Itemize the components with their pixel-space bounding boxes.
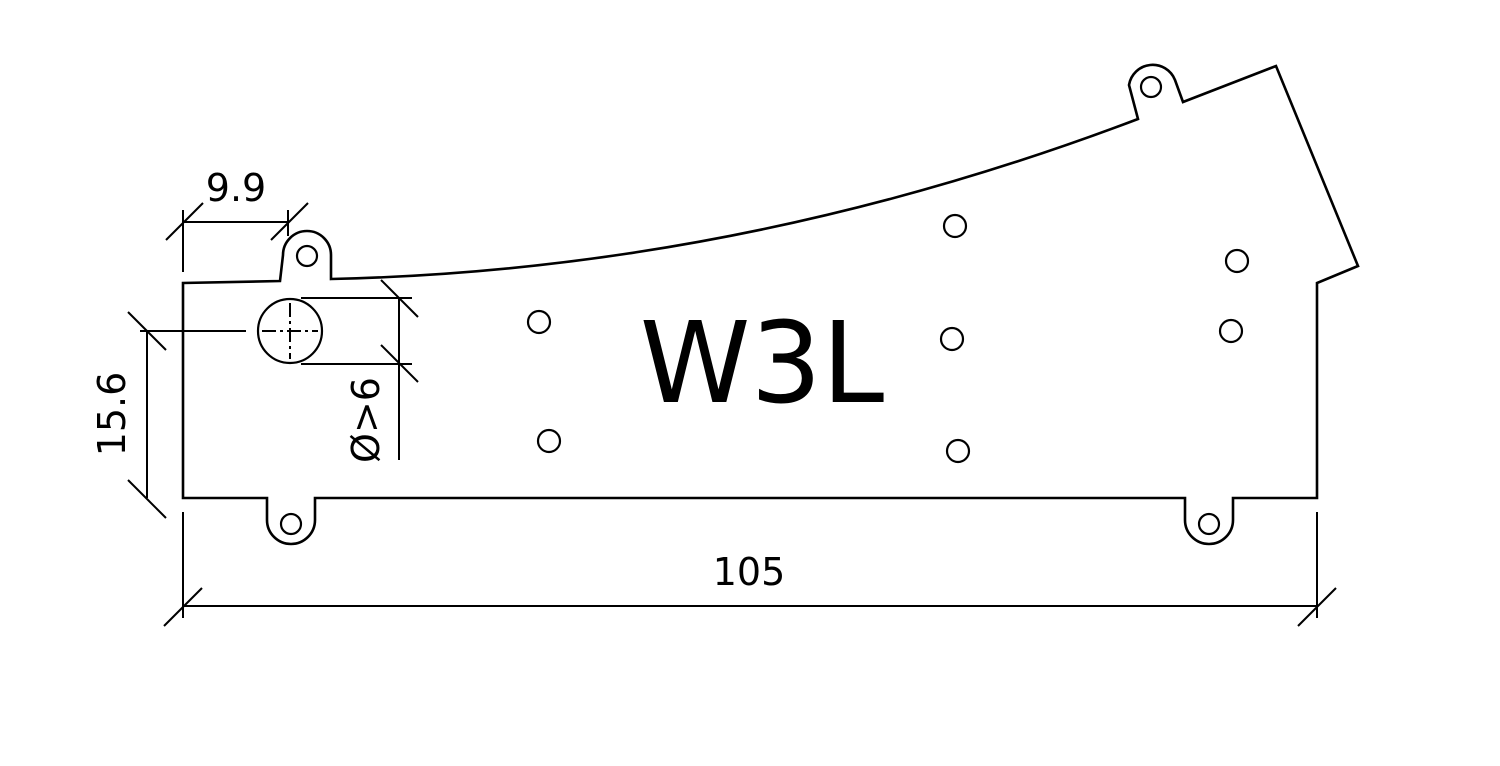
part-label: W3L <box>640 299 884 429</box>
tab-hole <box>295 244 319 268</box>
mounting-hole <box>526 309 552 335</box>
tab-hole <box>1139 75 1163 99</box>
width-dimension: 105 <box>163 512 1337 627</box>
mounting-hole <box>942 213 968 239</box>
mounting-hole <box>1218 318 1244 344</box>
hole-height-dimension: 15.6 <box>90 311 246 519</box>
tab-hole <box>279 512 303 536</box>
tab-hole <box>1197 512 1221 536</box>
hole-diameter-dimension: Ø>6 <box>301 279 419 463</box>
hole-diameter-dimension-label: Ø>6 <box>344 377 388 463</box>
mounting-hole <box>536 428 562 454</box>
mounting-hole <box>939 326 965 352</box>
tab-offset-dimension: 9.9 <box>165 166 309 272</box>
mounting-hole <box>945 438 971 464</box>
tab-offset-dimension-label: 9.9 <box>206 166 266 210</box>
width-dimension-label: 105 <box>713 550 786 594</box>
mounting-hole <box>1224 248 1250 274</box>
part-outline <box>181 63 1360 546</box>
hole-height-dimension-label: 15.6 <box>90 372 134 457</box>
